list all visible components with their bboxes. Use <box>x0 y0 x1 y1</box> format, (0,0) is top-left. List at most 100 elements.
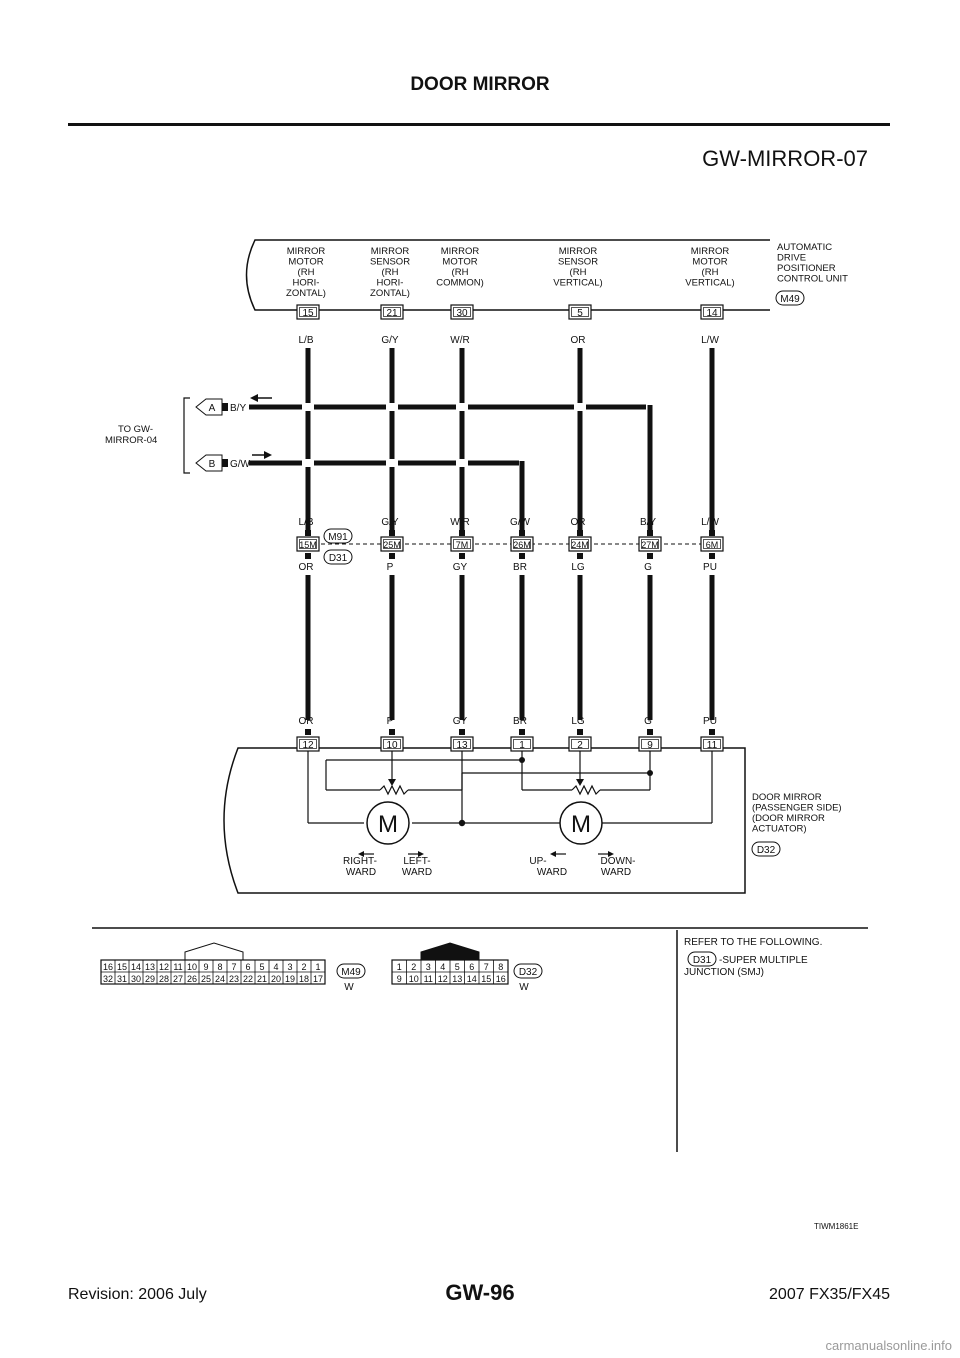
connector-view-d32-pin: 16 <box>496 974 506 984</box>
direction-arrow-head <box>358 851 364 857</box>
control-unit-pin-30-box <box>450 304 474 320</box>
control-unit-terminal-desc: VERTICAL) <box>553 278 602 289</box>
junction-pin-7M-inner <box>453 539 471 549</box>
control-unit-pin-5-box <box>568 304 592 320</box>
connector-view-m49-lock <box>184 942 244 961</box>
to-ref-text: TO GW- <box>118 424 153 435</box>
control-unit-terminal-desc: MOTOR <box>692 257 727 268</box>
junction-upper-connector-outline <box>323 528 353 544</box>
door-mirror-pin-13-label: 13 <box>456 740 468 751</box>
sensor-horizontal-zigzag <box>379 784 409 796</box>
junction-top-color: OR <box>571 517 586 528</box>
direction-arrow-head <box>418 851 424 857</box>
door-mirror-pin-9-inner <box>641 739 659 749</box>
direction-arrow-head <box>608 851 614 857</box>
junction-pin-15M-inner <box>299 539 317 549</box>
connector-view-m49-pin: 5 <box>259 962 264 972</box>
connector-view-m49-pin: 19 <box>285 974 295 984</box>
to-ref-b-terminal <box>222 459 228 467</box>
control-unit-name: DRIVE <box>777 253 806 264</box>
junction-lower-connector-outline <box>323 549 353 565</box>
reference-desc: JUNCTION (SMJ) <box>684 967 764 978</box>
to-ref-text: MIRROR-04 <box>105 435 157 446</box>
footer-revision: Revision: 2006 July <box>68 1286 207 1303</box>
control-unit-terminal-desc: MIRROR <box>691 246 730 257</box>
door-mirror-wire-color: PU <box>703 716 717 727</box>
connector-view-d32-pin: 13 <box>452 974 462 984</box>
sensor-vertical-wiper-arrow <box>576 779 584 786</box>
connector-view-m49-pin: 25 <box>201 974 211 984</box>
junction-bottom-terminal <box>459 553 465 559</box>
junction-pin-24M-inner <box>571 539 589 549</box>
door-mirror-name: (DOOR MIRROR <box>752 813 825 824</box>
connector-view-m49-pin: 8 <box>217 962 222 972</box>
door-mirror-name: DOOR MIRROR <box>752 792 822 803</box>
wire-crossing-gap <box>386 403 398 411</box>
control-unit-terminal-desc: ZONTAL) <box>286 288 326 299</box>
connector-view-d32-pin: 4 <box>440 962 445 972</box>
connector-view-m49-pin: 6 <box>245 962 250 972</box>
junction-lower-connector-text: D31 <box>329 553 348 564</box>
door-mirror-wire-color: BR <box>513 716 527 727</box>
control-unit-terminal-desc: HORI- <box>293 278 320 289</box>
junction-pin-6M-label: 6M <box>706 540 719 550</box>
control-unit-connector-outline <box>775 290 805 306</box>
connector-view-m49-pin: 20 <box>271 974 281 984</box>
footer-page-number: GW-96 <box>445 1280 515 1305</box>
junction-bottom-terminal <box>389 553 395 559</box>
junction-pin-26M-inner <box>513 539 531 549</box>
junction-bottom-color: OR <box>299 562 314 573</box>
control-unit-outline <box>245 239 770 311</box>
connector-view-m49-pin: 3 <box>287 962 292 972</box>
control-unit-terminal-desc: MOTOR <box>288 257 323 268</box>
junction-bottom-terminal <box>305 553 311 559</box>
junction-top-terminal <box>709 530 715 536</box>
door-mirror-terminal <box>389 729 395 735</box>
connector-view-m49-pin: 18 <box>299 974 309 984</box>
direction-arrow-head <box>550 851 556 857</box>
wire-crossing-gap <box>302 403 314 411</box>
to-ref-b-color: G/W <box>230 459 251 470</box>
connector-view-d32-pin: 6 <box>469 962 474 972</box>
junction-top-terminal <box>577 530 583 536</box>
connector-view-m49-pin: 26 <box>187 974 197 984</box>
to-ref-a-label: A <box>209 403 216 414</box>
direction-left: WARD <box>402 867 432 878</box>
direction-up: UP- <box>529 856 546 867</box>
door-mirror-wire-color: OR <box>299 716 314 727</box>
door-mirror-pin-13-inner <box>453 739 471 749</box>
connector-view-d32-pin: 7 <box>484 962 489 972</box>
reference-desc: -SUPER MULTIPLE <box>719 955 808 966</box>
junction-bottom-color: BR <box>513 562 527 573</box>
connector-view-m49-pin: 9 <box>203 962 208 972</box>
reference-connector-outline <box>687 951 717 967</box>
page-title: DOOR MIRROR <box>410 74 550 95</box>
junction-pin-7M-box <box>450 536 474 552</box>
control-unit-terminal-desc: COMMON) <box>436 278 484 289</box>
control-unit-name: AUTOMATIC <box>777 242 832 253</box>
connector-view-m49-pin: 13 <box>145 962 155 972</box>
control-unit-terminal-desc: VERTICAL) <box>685 278 734 289</box>
junction-bottom-color: GY <box>453 562 468 573</box>
control-unit-terminal-desc: MOTOR <box>442 257 477 268</box>
sensor-horizontal-wiper-arrow <box>388 779 396 786</box>
wire-crossing-gap <box>574 403 586 411</box>
direction-down: WARD <box>601 867 631 878</box>
junction-pin-25M-box <box>380 536 404 552</box>
door-mirror-pin-2-inner <box>571 739 589 749</box>
junction-top-terminal <box>305 530 311 536</box>
connector-view-d32-label-outline <box>513 963 543 979</box>
connector-view-d32-pin: 10 <box>409 974 419 984</box>
connector-view-m49-color: W <box>344 982 354 993</box>
door-mirror-terminal <box>647 729 653 735</box>
junction-pin-27M-label: 27M <box>641 540 659 550</box>
connector-view-d32-pin: 5 <box>455 962 460 972</box>
door-mirror-outline <box>223 747 746 894</box>
control-unit-pin-21-label: 21 <box>386 308 398 319</box>
door-mirror-name: ACTUATOR) <box>752 824 807 835</box>
direction-right: RIGHT- <box>343 856 377 867</box>
connector-view-m49-pin: 11 <box>173 962 182 972</box>
connector-view-d32-color: W <box>519 982 529 993</box>
junction-top-terminal <box>647 530 653 536</box>
door-mirror-pin-9-label: 9 <box>647 740 653 751</box>
